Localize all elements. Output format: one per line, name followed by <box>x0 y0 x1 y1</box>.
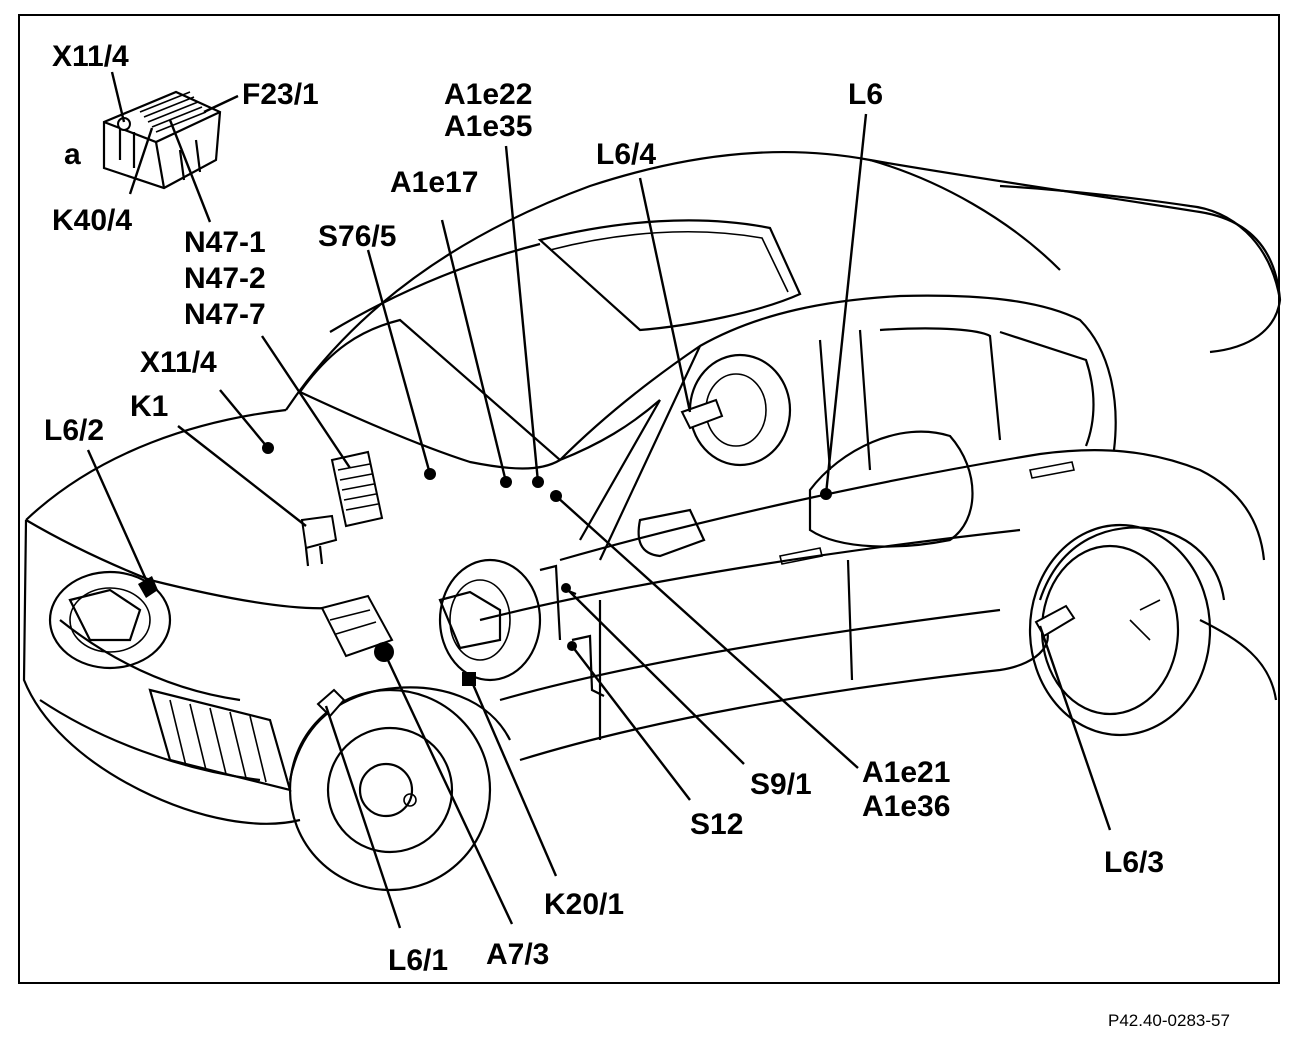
label-n47-7: N47-7 <box>184 298 266 331</box>
label-x11-4-inset: X11/4 <box>52 40 129 73</box>
leader-lines <box>86 71 1112 929</box>
brake-booster <box>438 558 542 682</box>
label-f23-1: F23/1 <box>242 78 319 111</box>
label-n47-2: N47-2 <box>184 262 266 295</box>
label-k1: K1 <box>130 390 168 423</box>
inset-relay-box <box>102 90 222 190</box>
label-x11-4: X11/4 <box>140 346 217 379</box>
label-a1e21: A1e21 <box>862 756 950 789</box>
relay-contacts <box>139 91 207 133</box>
label-s76-5: S76/5 <box>318 220 396 253</box>
n47-control-unit <box>330 450 384 528</box>
label-k20-1: K20/1 <box>544 888 624 921</box>
diagram-frame <box>18 14 1280 984</box>
l6-1-sensor <box>316 688 346 718</box>
label-k40-4: K40/4 <box>52 204 132 237</box>
label-s12: S12 <box>690 808 743 841</box>
label-a1e35: A1e35 <box>444 110 532 143</box>
label-s9-1: S9/1 <box>750 768 812 801</box>
figure-id: P42.40-0283-57 <box>1108 1011 1230 1030</box>
label-a1e22: A1e22 <box>444 78 532 111</box>
label-l6-4: L6/4 <box>596 138 656 171</box>
label-inset-a: a <box>64 138 81 171</box>
rear-seat-area <box>808 430 974 548</box>
label-a7-3: A7/3 <box>486 938 549 971</box>
label-l6-3: L6/3 <box>1104 846 1164 879</box>
location-dots <box>262 442 832 651</box>
l6-4-sensor <box>680 398 724 430</box>
label-l6-1: L6/1 <box>388 944 448 977</box>
label-l6-2: L6/2 <box>44 414 104 447</box>
car-body <box>22 150 1282 892</box>
labels: X11/4 F23/1 a K40/4 N47-1 N47-2 N47-7 X1… <box>44 40 1230 1030</box>
components <box>138 353 1076 718</box>
a7-3-hydraulic-unit <box>320 594 394 658</box>
label-n47-1: N47-1 <box>184 226 266 259</box>
a7-3-connector <box>374 642 394 662</box>
k1-relay <box>300 514 338 550</box>
label-a1e17: A1e17 <box>390 166 478 199</box>
label-a1e36: A1e36 <box>862 790 950 823</box>
label-l6: L6 <box>848 78 883 111</box>
l6-2-sensor <box>138 576 158 598</box>
